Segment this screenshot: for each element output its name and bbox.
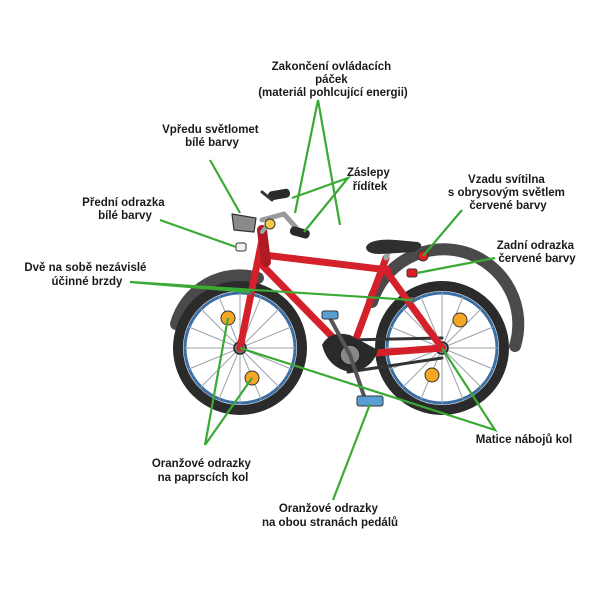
spoke-reflector-rear bbox=[452, 312, 468, 328]
rear-wheel bbox=[375, 281, 509, 415]
labels: Zakončení ovládacích páček (materiál poh… bbox=[24, 61, 578, 529]
bell bbox=[264, 218, 276, 230]
crank-arm-front bbox=[328, 316, 352, 357]
label-front-reflector: Přední odrazka bílé barvy bbox=[82, 197, 168, 222]
pedal-top bbox=[321, 310, 339, 320]
chain bbox=[346, 336, 444, 374]
leader-rear-reflector bbox=[416, 256, 496, 275]
label-brakes: Dvě na sobě nezávislé účinné brzdy bbox=[24, 262, 149, 288]
label-rear-reflector: Zadní odrazka červené barvy bbox=[497, 240, 578, 265]
head-tube bbox=[257, 225, 271, 267]
front-fender bbox=[170, 269, 264, 330]
left-grip bbox=[268, 188, 291, 201]
label-front-light: Vpředu světlomet bílé barvy bbox=[162, 124, 262, 149]
leader-brakes bbox=[129, 280, 413, 302]
spoke-reflector-rear-2 bbox=[424, 367, 440, 383]
label-spoke-reflectors: Oranžové odrazky na paprscích kol bbox=[152, 458, 254, 484]
rear-reflector bbox=[406, 268, 418, 278]
leader-bar-plugs bbox=[291, 175, 352, 233]
crank-arm-rear bbox=[348, 353, 366, 398]
label-bar-plugs: Záslepy řídítek bbox=[347, 167, 393, 193]
label-hub-nuts: Matice nábojů kol bbox=[476, 434, 573, 446]
label-pedal-reflectors: Oranžové odrazky na obou stranách pedálů bbox=[262, 503, 398, 529]
leader-front-light bbox=[209, 159, 241, 214]
leader-lines bbox=[129, 99, 498, 501]
front-reflector bbox=[235, 242, 247, 252]
leader-spoke-reflectors bbox=[203, 317, 253, 446]
leader-rear-light bbox=[422, 209, 463, 257]
leader-front-reflector bbox=[159, 218, 237, 249]
handlebar bbox=[259, 211, 303, 235]
bicycle bbox=[170, 188, 525, 415]
leader-pedal-reflectors bbox=[331, 403, 372, 501]
label-rear-light: Vzadu svítilna s obrysovým světlem červe… bbox=[448, 174, 568, 212]
brake-lever bbox=[260, 190, 274, 202]
rear-fender bbox=[366, 243, 525, 352]
leader-hub-nuts bbox=[239, 346, 498, 432]
leader-lever-ends bbox=[293, 99, 342, 226]
label-lever-ends: Zakončení ovládacích páček (materiál poh… bbox=[258, 61, 408, 99]
saddle bbox=[366, 239, 422, 254]
front-light bbox=[231, 213, 257, 233]
